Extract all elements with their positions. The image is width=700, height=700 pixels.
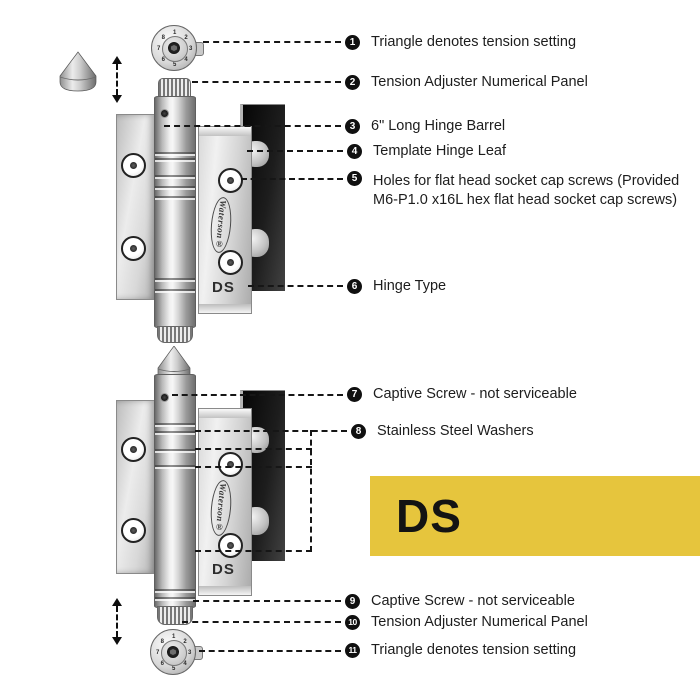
callout-5: 5 Holes for flat head socket cap screws … xyxy=(347,171,687,210)
hinge-barrel xyxy=(154,374,196,608)
barrel-ring xyxy=(155,175,195,177)
callout-marker: 3 xyxy=(345,119,360,134)
leader-line xyxy=(247,150,343,152)
tension-adjuster-knob xyxy=(157,606,193,625)
waterson-logo: Waterson® xyxy=(208,196,234,254)
callout-label: Triangle denotes tension setting xyxy=(371,642,577,658)
callout-marker: 1 xyxy=(345,35,360,50)
callout-2: 2 Tension Adjuster Numerical Panel xyxy=(345,75,588,90)
callout-label: Holes for flat head socket cap screws (P… xyxy=(373,173,680,208)
leader-line xyxy=(164,125,341,127)
callout-label: Triangle denotes tension setting xyxy=(371,34,577,50)
callout-3: 3 6" Long Hinge Barrel xyxy=(345,119,505,134)
leaf-screw-icon xyxy=(121,236,146,261)
leader-line xyxy=(203,41,341,43)
callout-marker: 5 xyxy=(347,171,362,186)
barrel-ring xyxy=(155,289,195,291)
barrel-ring xyxy=(155,431,195,433)
callout-marker: 4 xyxy=(347,144,362,159)
hex-socket-icon xyxy=(167,646,179,658)
barrel-ring xyxy=(155,589,195,591)
hinge-left-leaf xyxy=(116,400,156,574)
leaf-screw-icon xyxy=(121,518,146,543)
leader-line xyxy=(172,394,343,396)
leaf-screw-icon xyxy=(121,437,146,462)
ds-badge: DS xyxy=(370,476,700,556)
callout-label: Captive Screw - not serviceable xyxy=(371,593,575,609)
adjust-direction-arrow-icon xyxy=(111,598,123,645)
hinge-type-marking: DS xyxy=(212,279,235,296)
barrel-ring xyxy=(155,186,195,188)
barrel-ring xyxy=(155,196,195,198)
hex-socket-icon xyxy=(168,42,180,54)
leader-line xyxy=(248,285,343,287)
callout-11: 11 Triangle denotes tension setting xyxy=(345,643,576,658)
callout-label: Captive Screw - not serviceable xyxy=(373,386,577,402)
hinge-right-leaf: Waterson® DS xyxy=(198,126,252,314)
hinge-right-leaf: Waterson® DS xyxy=(198,408,252,596)
callout-9: 9 Captive Screw - not serviceable xyxy=(345,594,575,609)
callout-marker: 2 xyxy=(345,75,360,90)
captive-screw-dot xyxy=(161,110,168,117)
leader-line xyxy=(195,448,312,450)
hinge-barrel xyxy=(154,96,196,328)
leaf-screw-icon xyxy=(218,168,243,193)
cone-tip-icon xyxy=(157,346,191,376)
callout-10: 10 Tension Adjuster Numerical Panel xyxy=(345,615,588,630)
cone-cap-icon xyxy=(59,51,97,92)
callout-label: Template Hinge Leaf xyxy=(373,143,506,159)
leader-line xyxy=(192,81,341,83)
leader-line xyxy=(195,430,347,432)
leaf-screw-icon xyxy=(218,533,243,558)
callout-label: Tension Adjuster Numerical Panel xyxy=(371,614,588,630)
knurled-end-cap xyxy=(157,326,193,343)
hinge-type-marking: DS xyxy=(212,561,235,578)
callout-label: Hinge Type xyxy=(373,278,447,294)
ds-badge-label: DS xyxy=(396,490,462,542)
callout-label: Tension Adjuster Numerical Panel xyxy=(371,74,588,90)
leader-line xyxy=(182,621,341,623)
leader-line xyxy=(241,178,343,180)
leader-line xyxy=(193,600,341,602)
callout-marker: 9 xyxy=(345,594,360,609)
callout-6: 6 Hinge Type xyxy=(347,279,446,294)
callout-8: 8 Stainless Steel Washers xyxy=(351,424,534,439)
callout-marker: 7 xyxy=(347,387,362,402)
callout-marker: 11 xyxy=(345,643,360,658)
callout-7: 7 Captive Screw - not serviceable xyxy=(347,387,577,402)
callout-marker: 6 xyxy=(347,279,362,294)
hinge-left-leaf xyxy=(116,114,156,300)
barrel-ring xyxy=(155,158,195,160)
callout-label: 6" Long Hinge Barrel xyxy=(371,118,506,134)
callout-label: Stainless Steel Washers xyxy=(377,423,534,439)
callout-1: 1 Triangle denotes tension setting xyxy=(345,35,576,50)
leader-line xyxy=(199,650,341,652)
barrel-ring xyxy=(155,278,195,280)
leaf-screw-icon xyxy=(218,250,243,275)
washer-bracket-line xyxy=(310,430,312,552)
waterson-logo: Waterson® xyxy=(208,479,234,537)
washer-ring xyxy=(155,465,195,467)
leader-line xyxy=(195,466,312,468)
callout-marker: 8 xyxy=(351,424,366,439)
adjust-direction-arrow-icon xyxy=(111,56,123,103)
captive-screw-dot xyxy=(161,394,168,401)
leaf-screw-icon xyxy=(218,452,243,477)
barrel-ring xyxy=(155,597,195,599)
barrel-ring xyxy=(155,152,195,154)
callout-marker: 10 xyxy=(345,615,360,630)
leader-line xyxy=(195,550,312,552)
washer-ring xyxy=(155,449,195,451)
barrel-ring xyxy=(155,423,195,425)
leaf-screw-icon xyxy=(121,153,146,178)
callout-4: 4 Template Hinge Leaf xyxy=(347,144,506,159)
